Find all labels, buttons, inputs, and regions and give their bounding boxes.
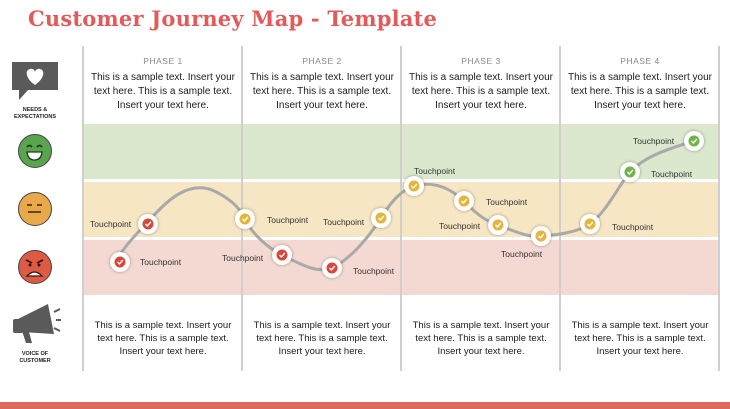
check-icon: [537, 233, 545, 240]
divider-4: [559, 46, 561, 371]
touchpoint-marker: [272, 245, 292, 265]
touchpoint-label: Touchpoint: [651, 169, 693, 179]
check-icon: [116, 259, 124, 266]
voice-of-customer-label: VOICE OF CUSTOMER: [19, 351, 51, 364]
touchpoint-label: Touchpoint: [353, 266, 395, 276]
touchpoint-marker: [110, 252, 130, 272]
touchpoint-label: Touchpoint: [267, 215, 309, 225]
touchpoint-marker: [235, 209, 255, 229]
needs-expectations-label: NEEDS & EXPECTATIONS: [14, 107, 56, 120]
phase-3-needs-text: This is a sample text. Insert your text …: [409, 72, 553, 111]
phase-3-voice-text: This is a sample text. Insert your text …: [412, 320, 550, 357]
touchpoint-marker: [404, 176, 424, 196]
phase-2-needs-text: This is a sample text. Insert your text …: [250, 72, 394, 111]
check-icon: [410, 183, 418, 190]
phase-2-label: PHASE 2: [302, 56, 342, 66]
touchpoint-label: Touchpoint: [612, 222, 654, 232]
check-icon: [494, 222, 502, 229]
megaphone-icon: [13, 304, 61, 343]
angry-face-icon: [18, 250, 52, 284]
check-icon: [377, 215, 385, 222]
touchpoint-marker: [531, 226, 551, 246]
divider-2: [241, 46, 243, 371]
touchpoint-label: Touchpoint: [222, 253, 264, 263]
divider-5: [718, 46, 720, 371]
touchpoint-label: Touchpoint: [90, 219, 132, 229]
touchpoint-marker: [322, 258, 342, 278]
touchpoint-marker: [454, 191, 474, 211]
touchpoint-label: Touchpoint: [486, 197, 528, 207]
check-icon: [278, 252, 286, 259]
check-icon: [626, 169, 634, 176]
touchpoint-label: Touchpoint: [633, 136, 675, 146]
check-icon: [328, 265, 336, 272]
phase-4-voice-text: This is a sample text. Insert your text …: [571, 320, 709, 357]
touchpoint-label: Touchpoint: [323, 217, 365, 227]
touchpoint-marker: [684, 131, 704, 151]
touchpoint-marker: [138, 214, 158, 234]
phase-2-voice-text: This is a sample text. Insert your text …: [253, 320, 391, 357]
phase-4-label: PHASE 4: [620, 56, 660, 66]
divider-1: [82, 46, 84, 371]
touchpoint-label: Touchpoint: [140, 257, 182, 267]
journey-curve: [110, 139, 695, 272]
check-icon: [690, 138, 698, 145]
touchpoint-marker: [488, 215, 508, 235]
touchpoint-marker: [371, 208, 391, 228]
page-title: Customer Journey Map - Template: [28, 6, 438, 31]
phase-4-needs-text: This is a sample text. Insert your text …: [568, 72, 712, 111]
check-icon: [144, 221, 152, 228]
phase-1-needs-text: This is a sample text. Insert your text …: [91, 72, 235, 111]
phase-1-label: PHASE 1: [143, 56, 183, 66]
phase-3-label: PHASE 3: [461, 56, 501, 66]
touchpoint-label: Touchpoint: [414, 166, 456, 176]
touchpoint-marker: [580, 214, 600, 234]
phase-1-voice-text: This is a sample text. Insert your text …: [94, 320, 232, 357]
check-icon: [241, 216, 249, 223]
check-icon: [460, 198, 468, 205]
touchpoint-marker: [620, 162, 640, 182]
touchpoint-label: Touchpoint: [501, 249, 543, 259]
neutral-face-icon: [18, 192, 52, 226]
happy-face-icon: [18, 134, 52, 168]
touchpoint-label: Touchpoint: [439, 221, 481, 231]
check-icon: [586, 221, 594, 228]
divider-3: [400, 46, 402, 371]
bottom-accent-bar: [0, 402, 730, 409]
heart-speech-bubble-icon: [12, 62, 58, 100]
